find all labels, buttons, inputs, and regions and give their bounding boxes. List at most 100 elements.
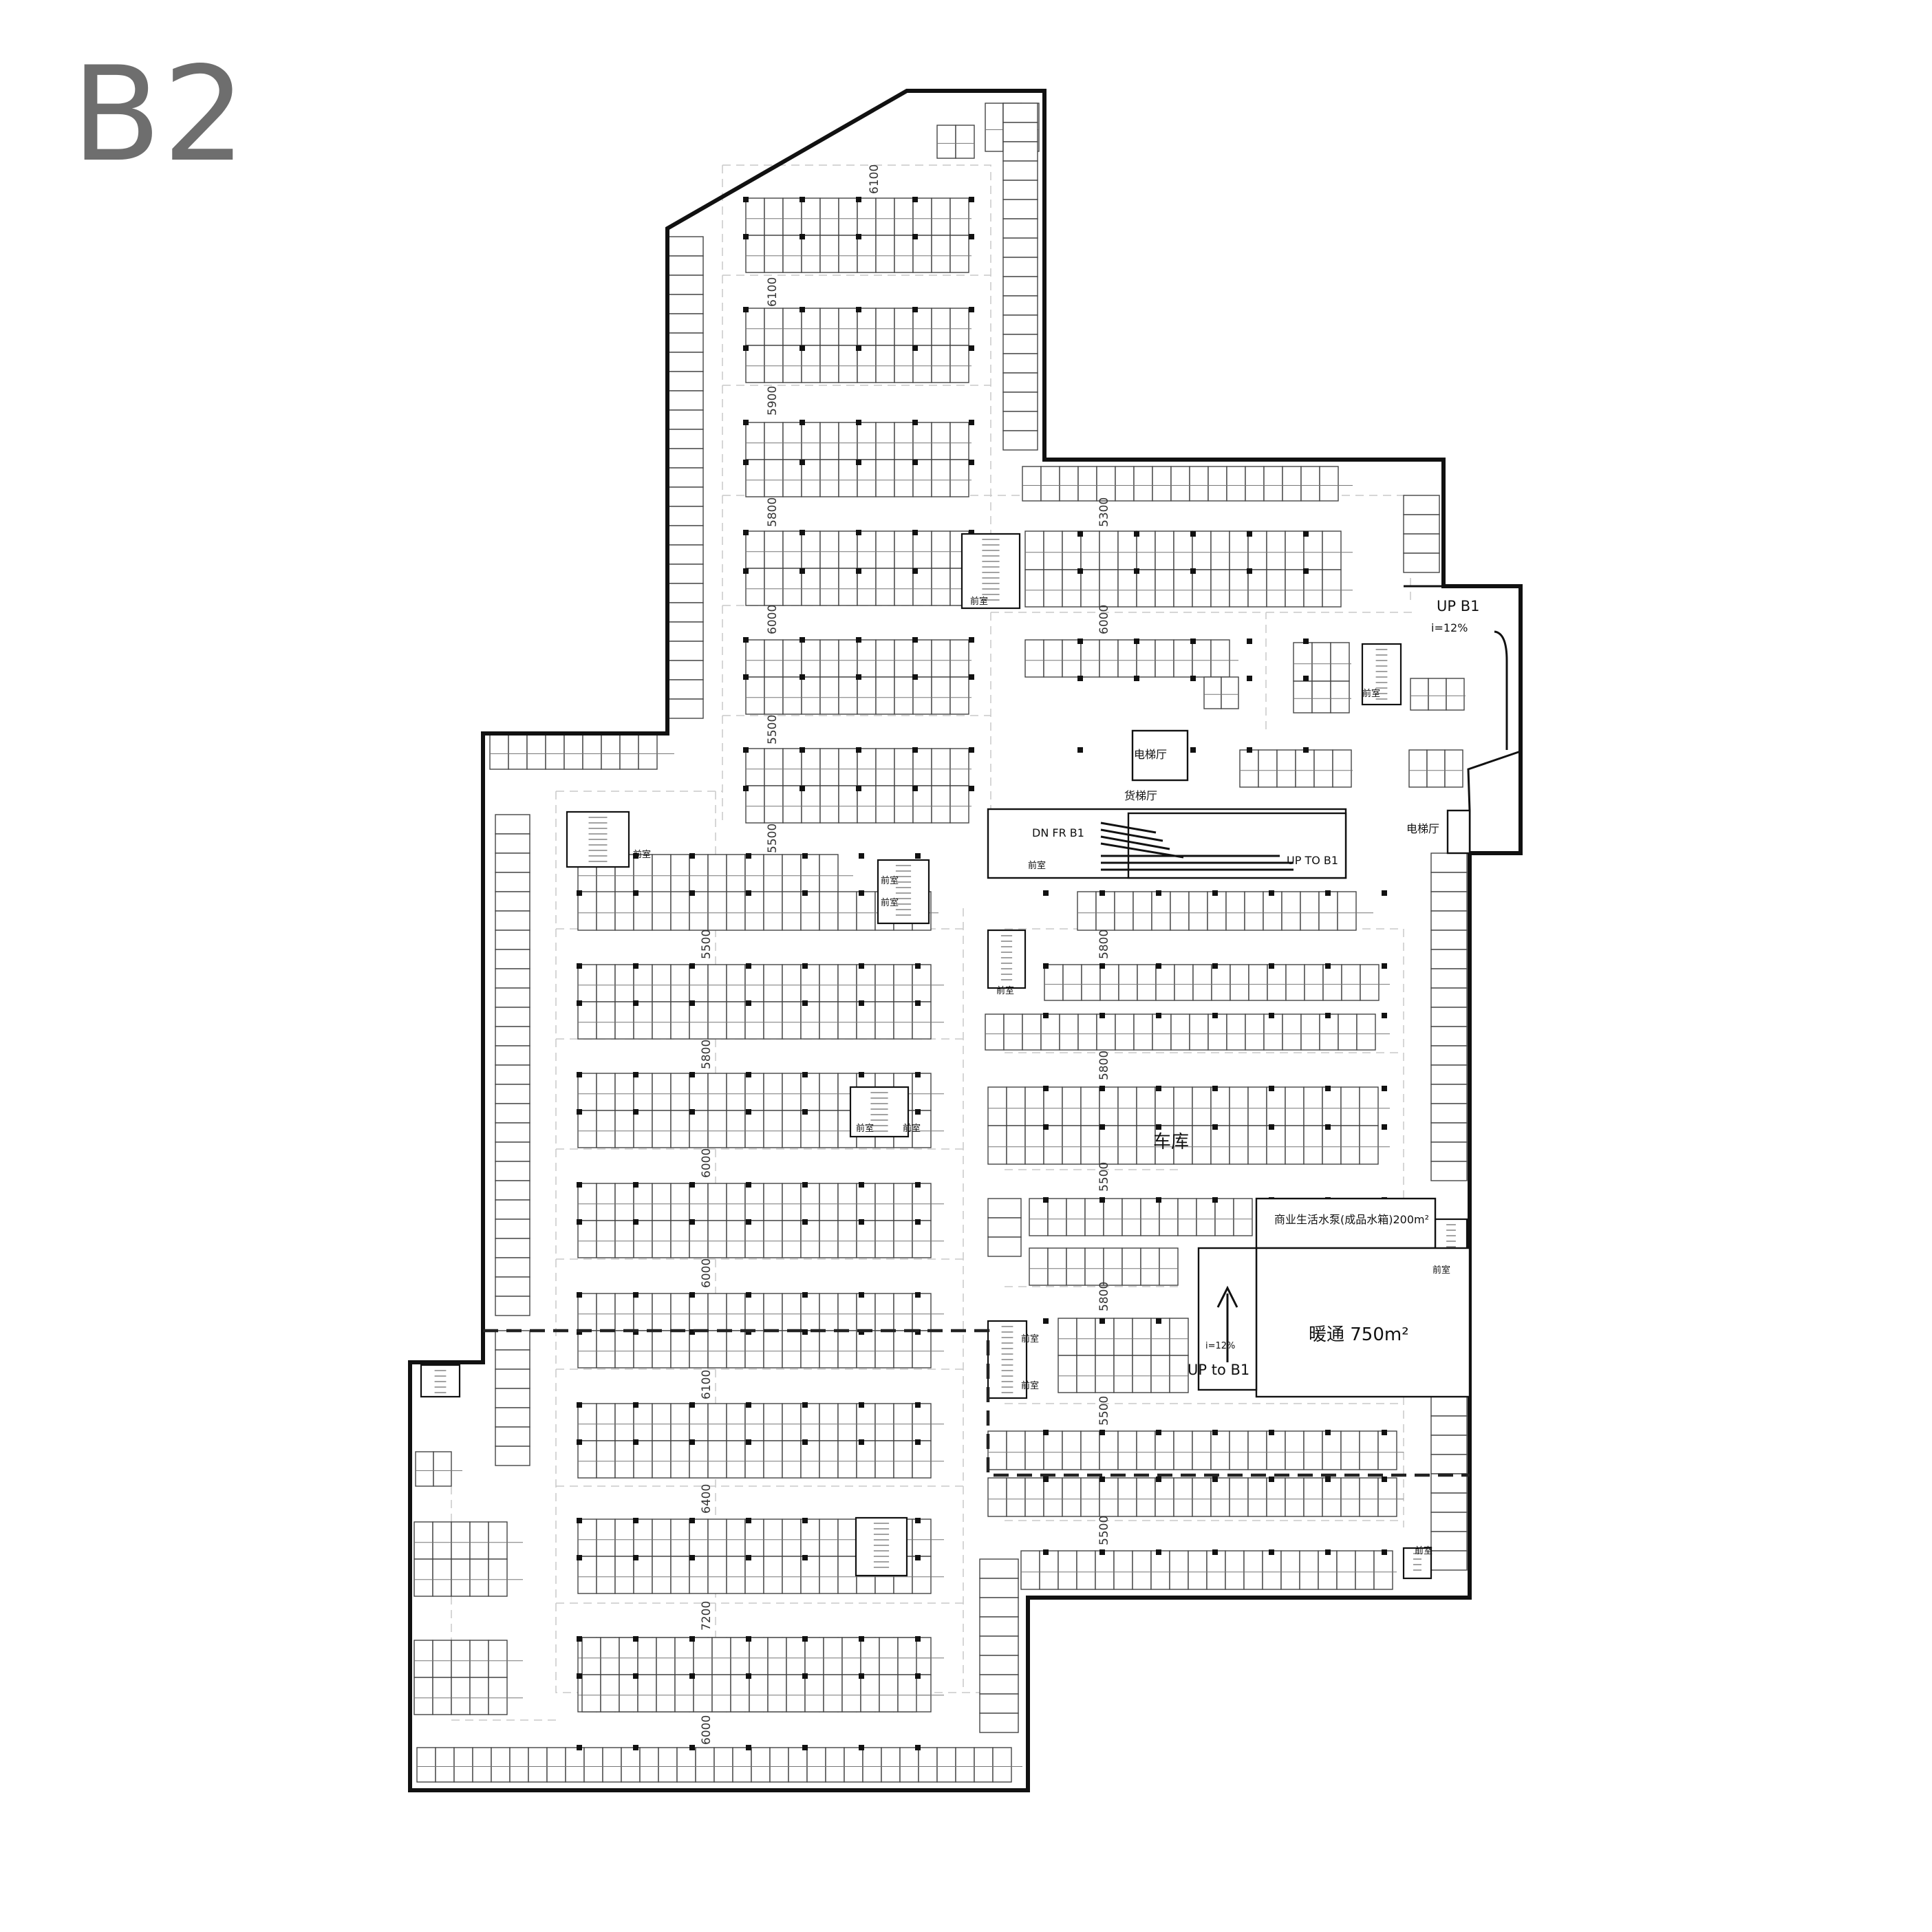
parking-stall [949, 197, 969, 236]
parking-stall [838, 568, 858, 606]
parking-stall [1430, 1531, 1468, 1552]
column [859, 1745, 864, 1750]
stall-row [1029, 1198, 1253, 1236]
parking-stall [689, 891, 709, 931]
parking-stall [1226, 1013, 1246, 1051]
column [912, 420, 918, 425]
parking-stall [1293, 642, 1313, 682]
parking-stall [730, 1637, 750, 1675]
anteroom-labels: 前室 前室 前室 前室 前室 前室 前室 前室 前室 前室 前室 前室 前室 [633, 596, 1450, 1556]
parking-stall [577, 891, 597, 931]
parking-stall [782, 1110, 802, 1148]
stall-row [745, 308, 972, 346]
parking-stall [577, 1440, 597, 1479]
parking-stall [782, 854, 802, 894]
parking-stall [1066, 1247, 1086, 1286]
parking-stall [614, 964, 634, 1002]
parking-stall [912, 1293, 932, 1331]
parking-stall [894, 345, 914, 383]
stair-core [855, 1516, 908, 1577]
parking-stall [1304, 964, 1324, 1001]
stall-column [1430, 1396, 1468, 1571]
column [743, 420, 749, 425]
parking-stall [1044, 964, 1064, 1001]
column [915, 1518, 921, 1523]
column [802, 1555, 808, 1560]
parking-stall [931, 530, 951, 569]
parking-stall [1113, 1550, 1133, 1590]
parking-stall [1006, 1125, 1026, 1165]
column [633, 1109, 638, 1115]
parking-stall [1258, 749, 1278, 788]
parking-stall [1170, 891, 1190, 931]
parking-stall [1113, 1355, 1133, 1393]
parking-stall [1099, 1125, 1119, 1165]
parking-stall [726, 1556, 746, 1594]
parking-stall [676, 1747, 696, 1783]
column [689, 1219, 695, 1225]
parking-stall [1247, 1430, 1267, 1470]
parking-stall [1210, 1430, 1230, 1470]
parking-stall [1355, 1550, 1375, 1590]
column [856, 637, 861, 643]
parking-stall [581, 1674, 601, 1713]
parking-stall [596, 1403, 616, 1441]
stall-row [414, 1558, 523, 1597]
parking-stall [837, 1001, 857, 1040]
column [799, 197, 805, 202]
parking-stall [744, 1073, 764, 1111]
parking-stall [844, 1747, 863, 1783]
column [799, 345, 805, 351]
column [689, 1109, 695, 1115]
parking-stall [670, 964, 690, 1002]
parking-stall [619, 1674, 638, 1713]
parking-stall [763, 1403, 783, 1441]
parking-stall [670, 1403, 690, 1441]
parking-stall [1239, 749, 1259, 788]
column [746, 890, 751, 896]
parking-stall [1133, 891, 1152, 931]
column [746, 1292, 751, 1298]
parking-stall [782, 1001, 802, 1040]
column [577, 1636, 582, 1642]
column [1247, 531, 1252, 537]
parking-stall [1192, 1125, 1212, 1165]
column [1077, 568, 1083, 574]
parking-stall [912, 530, 932, 569]
column [1303, 531, 1309, 537]
parking-stall [726, 1110, 746, 1148]
column [856, 345, 861, 351]
column [856, 747, 861, 753]
parking-stall [583, 1747, 603, 1783]
column [859, 1439, 864, 1445]
parking-stall [633, 1293, 653, 1331]
column [577, 1555, 582, 1560]
stall-row [577, 1220, 944, 1258]
parking-stall [1095, 1355, 1115, 1393]
parking-stall [764, 197, 784, 236]
parking-stall [801, 785, 821, 824]
parking-stall [668, 352, 704, 372]
column [689, 1292, 695, 1298]
parking-stall [1024, 1430, 1044, 1470]
parking-stall [596, 1073, 616, 1111]
anteroom-label: 前室 [856, 1123, 874, 1134]
parking-stall [652, 1073, 672, 1111]
parking-stall [1150, 1355, 1170, 1393]
parking-stall [495, 1219, 530, 1239]
parking-stall [745, 422, 765, 460]
parking-stall [1322, 1477, 1342, 1517]
dimension-label: 5500 [766, 824, 780, 853]
parking-stall [1192, 530, 1212, 570]
label-ramp-up: UP TO B1 [1287, 854, 1338, 867]
parking-stall [469, 1677, 489, 1715]
parking-stall [1430, 930, 1468, 950]
parking-stall [1029, 1247, 1049, 1286]
parking-stall [801, 530, 821, 569]
parking-stall [804, 1637, 824, 1675]
parking-stall [1245, 1013, 1265, 1051]
parking-stall [1303, 1430, 1323, 1470]
parking-stall [894, 639, 914, 678]
parking-stall [1377, 1430, 1397, 1470]
column [969, 530, 974, 535]
